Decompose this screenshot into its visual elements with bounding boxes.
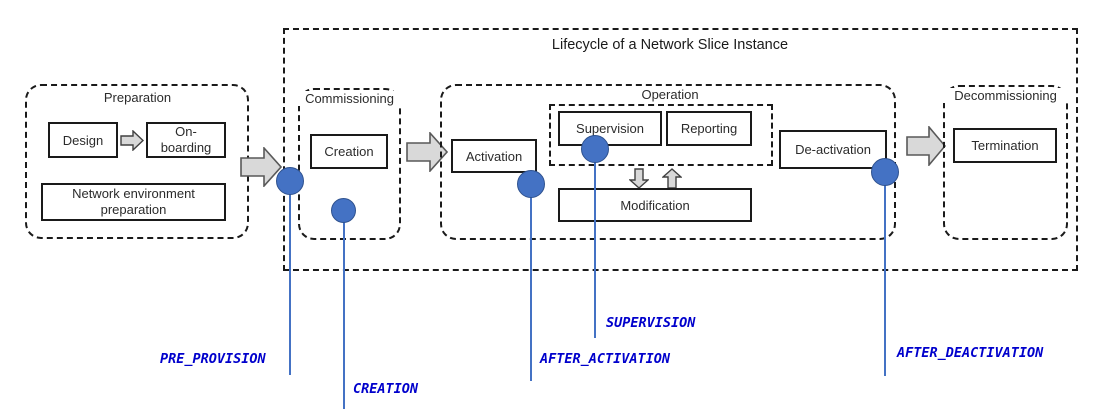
marker-label-creation: CREATION [353,381,419,397]
task-box-creation[interactable]: Creation [310,134,388,169]
marker-dot-supervision[interactable] [581,135,609,163]
marker-label-pre-provision: PRE_PROVISION [160,351,266,367]
task-box-on-boarding[interactable]: On- boarding [146,122,226,158]
marker-dot-pre-provision[interactable] [276,167,304,195]
phase-box-decommissioning [943,85,1068,240]
phase-box-commissioning [298,88,401,240]
diagram-title: Lifecycle of a Network Slice Instance [551,37,789,53]
phase-title-operation: Operation [600,87,740,102]
marker-dot-after-deactivation[interactable] [871,158,899,186]
phase-title-decommissioning: Decommissioning [941,88,1070,103]
task-box-modification[interactable]: Modification [558,188,752,222]
phase-title-commissioning: Commissioning [296,91,403,106]
task-box-de-activation[interactable]: De-activation [779,130,887,169]
marker-line-supervision [594,157,596,338]
marker-label-after-deactivation: AFTER_DEACTIVATION [897,345,1044,361]
lifecycle-frame [283,28,1078,271]
arrow-design-to-onboarding [120,130,144,151]
subgroup-box-supervision-reporting [549,104,773,166]
marker-line-creation [343,214,345,409]
phase-title-preparation: Preparation [60,90,215,105]
marker-line-after-activation [530,186,532,381]
arrow-preparation-to-commissioning [240,147,282,187]
arrow-up-modification-to-supervision [662,168,682,189]
task-box-activation[interactable]: Activation [451,139,537,173]
arrow-operation-to-decommissioning [906,126,946,166]
task-box-supervision[interactable]: Supervision [558,111,662,146]
task-box-network-environment-preparation[interactable]: Network environment preparation [41,183,226,221]
marker-label-after-activation: AFTER_ACTIVATION [540,351,671,367]
task-label-on-boarding: On- boarding [160,124,212,155]
task-label-network-environment-preparation: Network environment preparation [72,186,195,217]
marker-label-supervision: SUPERVISION [606,315,696,331]
arrow-commissioning-to-operation [406,132,448,172]
marker-line-pre-provision [289,180,291,375]
task-box-reporting[interactable]: Reporting [666,111,752,146]
task-box-design[interactable]: Design [48,122,118,158]
marker-dot-creation[interactable] [331,198,356,223]
arrow-down-supervision-to-modification [629,168,649,189]
task-box-termination[interactable]: Termination [953,128,1057,163]
marker-line-after-deactivation [884,184,886,376]
marker-dot-after-activation[interactable] [517,170,545,198]
